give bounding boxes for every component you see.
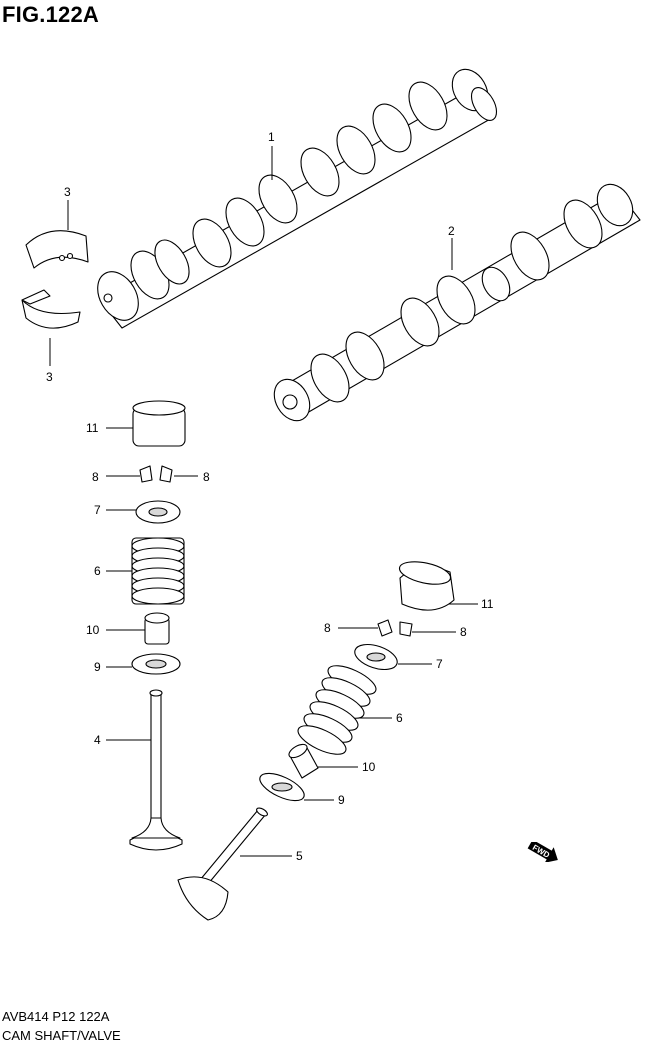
retainer-right[interactable] <box>352 640 401 675</box>
fwd-arrow-icon: FWD <box>527 842 558 862</box>
spring-left[interactable] <box>131 537 185 605</box>
callout-5: 5 <box>296 849 303 863</box>
callout-7: 7 <box>94 503 101 517</box>
callout-10: 10 <box>362 760 376 774</box>
tappet-left[interactable] <box>132 400 186 447</box>
callout-9: 9 <box>94 660 101 674</box>
cotters-left[interactable] <box>139 465 173 483</box>
seal-left[interactable] <box>144 612 170 645</box>
figure-name: CAM SHAFT/VALVE <box>2 1028 121 1043</box>
callout-9: 9 <box>338 793 345 807</box>
callout-11: 11 <box>86 421 99 435</box>
leader-lines <box>49 146 478 857</box>
spring-right[interactable] <box>294 660 380 760</box>
callout-3: 3 <box>46 370 53 384</box>
seat-left[interactable] <box>131 653 181 675</box>
camshaft-upper[interactable] <box>89 63 501 329</box>
callout-8: 8 <box>460 625 467 639</box>
callout-6: 6 <box>396 711 403 725</box>
callout-10: 10 <box>86 623 100 637</box>
callout-2: 2 <box>448 224 455 238</box>
seal-right[interactable] <box>287 742 319 779</box>
callout-numbers: 1 2 3 3 11 8 8 7 6 10 9 4 11 8 8 7 6 10 … <box>46 130 494 863</box>
cotters-right[interactable] <box>377 619 413 637</box>
camshaft-lower[interactable] <box>267 178 641 427</box>
callout-11: 11 <box>481 597 494 611</box>
callout-8: 8 <box>203 470 210 484</box>
callout-7: 7 <box>436 657 443 671</box>
callout-4: 4 <box>94 733 101 747</box>
figure-code: AVB414 P12 122A <box>2 1009 110 1024</box>
tappet-right[interactable] <box>397 558 455 611</box>
seat-right[interactable] <box>256 768 308 806</box>
figure-title: FIG.122A <box>2 2 99 27</box>
callout-3: 3 <box>64 185 71 199</box>
valve-left[interactable] <box>129 689 183 851</box>
valve-right[interactable] <box>177 806 269 921</box>
callout-8: 8 <box>324 621 331 635</box>
callout-8: 8 <box>92 470 99 484</box>
callout-6: 6 <box>94 564 101 578</box>
bearing-upper[interactable] <box>25 230 89 269</box>
bearing-lower[interactable] <box>21 289 81 329</box>
retainer-left[interactable] <box>135 500 181 524</box>
callout-1: 1 <box>268 130 275 144</box>
